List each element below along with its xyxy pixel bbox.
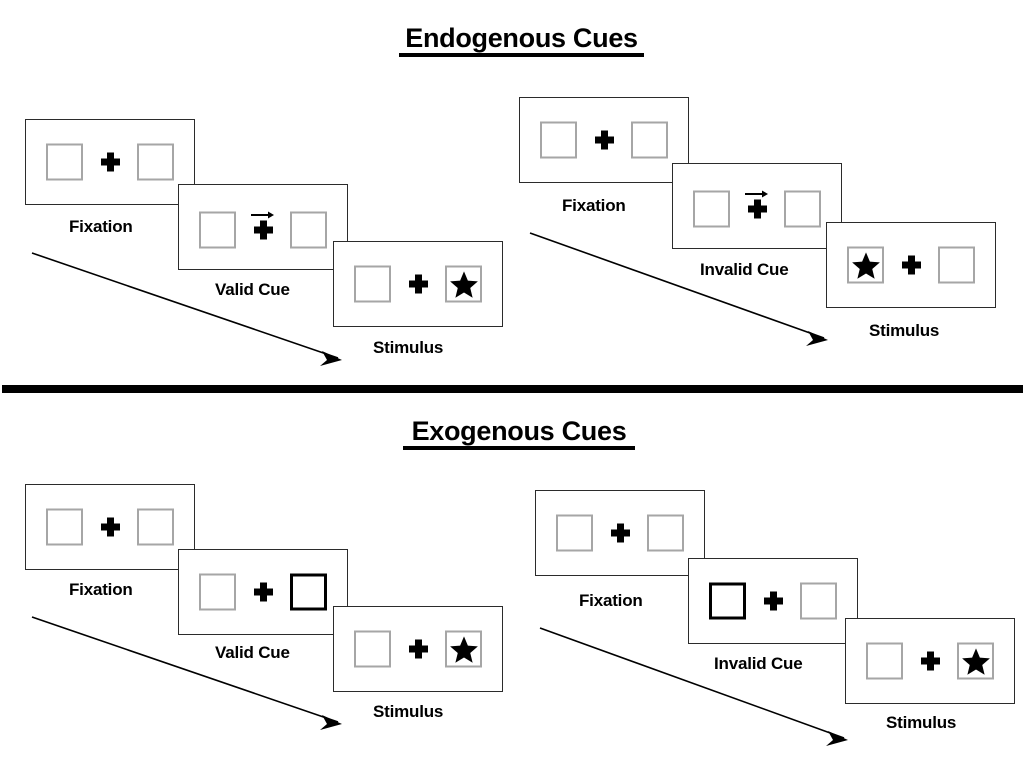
caption-exogenous-invalid-stimulus: Stimulus xyxy=(886,713,957,732)
caption-exogenous-invalid-cue: Invalid Cue xyxy=(714,654,803,673)
frame-exogenous-invalid-fixation xyxy=(535,490,705,576)
plus-icon xyxy=(100,517,120,537)
plus-icon xyxy=(920,651,940,671)
placeholder-box-left xyxy=(354,630,391,668)
frame-content xyxy=(827,246,995,284)
placeholder-box-left xyxy=(199,211,236,249)
caption-endogenous-invalid-fixation: Fixation xyxy=(562,196,626,215)
frame-content xyxy=(26,508,194,546)
caption-endogenous-invalid-cue: Invalid Cue xyxy=(700,260,789,279)
placeholder-box-right xyxy=(800,582,837,620)
frame-content xyxy=(179,211,347,249)
plus-icon xyxy=(253,220,273,240)
caption-endogenous-invalid-stimulus: Stimulus xyxy=(869,321,940,340)
section-title-endogenous: Endogenous Cues xyxy=(399,24,644,58)
fixation-cross-wrap xyxy=(250,574,276,611)
frame-endogenous-invalid-stimulus xyxy=(826,222,996,308)
frame-exogenous-invalid-cue xyxy=(688,558,858,644)
placeholder-box-right xyxy=(647,514,684,552)
fixation-cross-wrap xyxy=(97,509,123,546)
star-icon xyxy=(449,270,478,298)
caption-endogenous-valid-stimulus: Stimulus xyxy=(373,338,444,357)
frame-exogenous-invalid-stimulus xyxy=(845,618,1015,704)
target-box-right xyxy=(445,265,482,303)
plus-icon xyxy=(253,582,273,602)
plus-icon xyxy=(901,255,921,275)
frame-endogenous-valid-cue xyxy=(178,184,348,270)
placeholder-box-left xyxy=(556,514,593,552)
caption-exogenous-valid-cue: Valid Cue xyxy=(215,643,290,662)
frame-exogenous-valid-fixation xyxy=(25,484,195,570)
sequence-arrow-exogenous-invalid xyxy=(538,625,868,755)
frame-exogenous-valid-cue xyxy=(178,549,348,635)
fixation-cross-wrap xyxy=(760,583,786,620)
caption-exogenous-valid-fixation: Fixation xyxy=(69,580,133,599)
plus-icon xyxy=(408,274,428,294)
frame-content xyxy=(536,514,704,552)
cued-box-right xyxy=(290,573,327,611)
placeholder-box-right xyxy=(938,246,975,284)
frame-content xyxy=(334,265,502,303)
arrow-right-icon xyxy=(251,210,275,219)
star-icon xyxy=(961,647,990,675)
plus-icon xyxy=(408,639,428,659)
placeholder-box-left xyxy=(866,642,903,680)
frame-content xyxy=(179,573,347,611)
fixation-cross-wrap xyxy=(607,515,633,552)
plus-icon xyxy=(100,152,120,172)
frame-content xyxy=(520,121,688,159)
placeholder-box-right xyxy=(290,211,327,249)
target-box-right xyxy=(445,630,482,668)
cued-box-left xyxy=(709,582,746,620)
frame-exogenous-valid-stimulus xyxy=(333,606,503,692)
frame-content xyxy=(334,630,502,668)
placeholder-box-left xyxy=(540,121,577,159)
star-icon xyxy=(449,635,478,663)
placeholder-box-left xyxy=(46,508,83,546)
fixation-cross-wrap xyxy=(97,144,123,181)
placeholder-box-right xyxy=(784,190,821,228)
placeholder-box-left xyxy=(693,190,730,228)
arrow-right-icon xyxy=(745,189,769,198)
target-box-left xyxy=(847,246,884,284)
section-divider xyxy=(2,385,1023,393)
placeholder-box-right xyxy=(137,508,174,546)
frame-endogenous-invalid-fixation xyxy=(519,97,689,183)
plus-icon xyxy=(610,523,630,543)
caption-endogenous-valid-cue: Valid Cue xyxy=(215,280,290,299)
fixation-cross-wrap xyxy=(898,247,924,284)
frame-endogenous-valid-stimulus xyxy=(333,241,503,327)
frame-content xyxy=(26,143,194,181)
fixation-cross-wrap xyxy=(250,211,276,248)
fixation-cross-wrap xyxy=(591,122,617,159)
caption-endogenous-valid-fixation: Fixation xyxy=(69,217,133,236)
target-box-right xyxy=(957,642,994,680)
placeholder-box-right xyxy=(137,143,174,181)
plus-icon xyxy=(747,199,767,219)
frame-content xyxy=(673,190,841,228)
star-icon xyxy=(851,251,880,279)
fixation-cross-wrap xyxy=(405,266,431,303)
placeholder-box-right xyxy=(631,121,668,159)
caption-exogenous-invalid-fixation: Fixation xyxy=(579,591,643,610)
fixation-cross-wrap xyxy=(917,643,943,680)
frame-endogenous-invalid-cue xyxy=(672,163,842,249)
fixation-cross-wrap xyxy=(744,190,770,227)
placeholder-box-left xyxy=(354,265,391,303)
plus-icon xyxy=(763,591,783,611)
frame-content xyxy=(846,642,1014,680)
placeholder-box-left xyxy=(46,143,83,181)
frame-content xyxy=(689,582,857,620)
section-title-exogenous: Exogenous Cues xyxy=(403,417,635,451)
placeholder-box-left xyxy=(199,573,236,611)
caption-exogenous-valid-stimulus: Stimulus xyxy=(373,702,444,721)
plus-icon xyxy=(594,130,614,150)
frame-endogenous-valid-fixation xyxy=(25,119,195,205)
fixation-cross-wrap xyxy=(405,631,431,668)
